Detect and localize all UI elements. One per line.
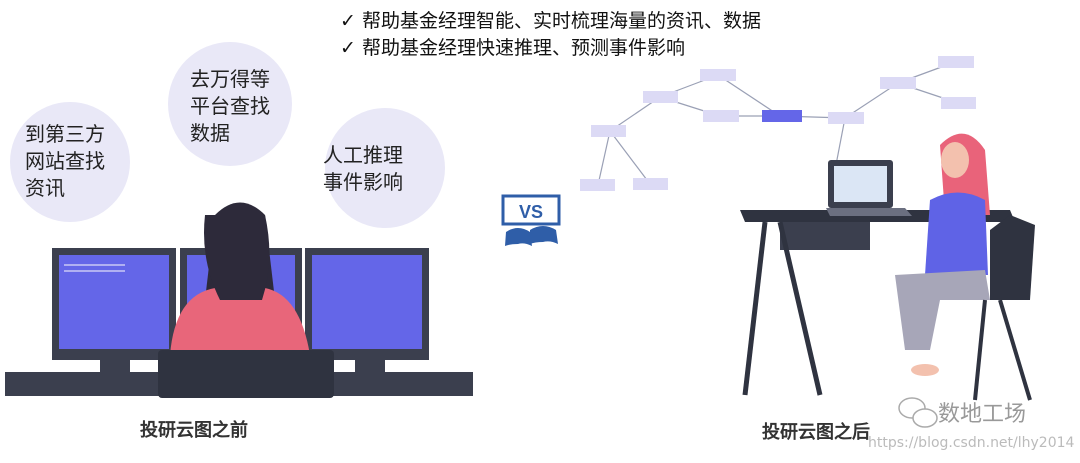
bullet-2: ✓ 帮助基金经理快速推理、预测事件影响 xyxy=(340,37,685,59)
before-label: 投研云图之前 xyxy=(140,420,248,441)
wechat-icon xyxy=(898,397,938,428)
feature-bullets: ✓ 帮助基金经理智能、实时梳理海量的资讯、数据 ✓ 帮助基金经理快速推理、预测事… xyxy=(340,8,761,62)
after-label: 投研云图之后 xyxy=(762,422,870,443)
watermark-name: 数地工场 xyxy=(938,402,1027,427)
woman-after xyxy=(895,133,1035,401)
bubble-1 xyxy=(10,102,130,222)
woman-before xyxy=(158,202,334,398)
watermark-url: https://blog.csdn.net/lhy2014 xyxy=(868,435,1075,451)
bubble-3 xyxy=(325,108,445,228)
bubble-2 xyxy=(168,42,292,166)
svg-text:VS: VS xyxy=(519,202,543,222)
bubble-text-1: 到第三方 网站查找 资讯 xyxy=(25,122,105,200)
vs-gamepad-icon: VS xyxy=(501,194,561,246)
graph-nodes xyxy=(580,56,976,191)
bubble-text-2: 去万得等 平台查找 数据 xyxy=(190,67,270,145)
bullet-1: ✓ 帮助基金经理智能、实时梳理海量的资讯、数据 xyxy=(340,10,761,32)
bubble-text-3: 人工推理 事件影响 xyxy=(323,143,403,194)
laptop xyxy=(826,160,912,216)
